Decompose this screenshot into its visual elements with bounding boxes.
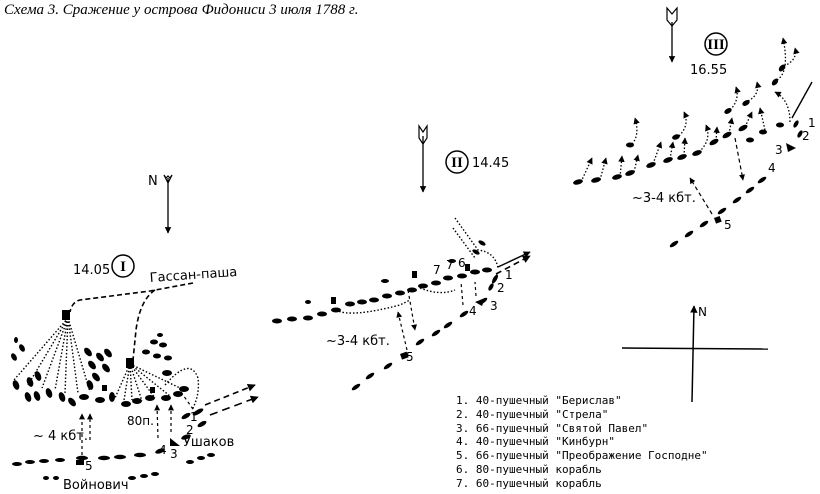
turkish-fleet-phase-2 [272,240,492,324]
ship-number-2: 2 [497,281,505,295]
distance-label-phase-2: ~3-4 кбт. [326,334,390,349]
russian-fleet-phase-3 [669,120,803,248]
phase-3-marker [704,32,728,56]
ship-number-4: 4 [159,443,167,457]
voinovich-label: Войнович [63,478,129,493]
ship-number-1: 1 [808,116,816,130]
ship-number-7a: 7 [446,258,454,272]
russian-fleet-phase-1 [12,408,215,480]
ship-number-1: 1 [505,268,513,282]
phase-1-time: 14.05 [73,263,110,278]
ship-number-5: 5 [85,459,93,473]
phase-3-numeral: III [707,37,725,53]
gun-80-label: 80п. [127,414,154,428]
legend-item: 4. 40-пушечный "Кинбурн" [456,435,615,449]
compass-cross-north-label: N [698,305,707,319]
ship-number-3: 3 [490,299,498,313]
ship-number-1: 1 [190,410,198,424]
distance-label-phase-3: ~3-4 кбт. [632,191,696,206]
ship-number-4: 4 [469,304,477,318]
north-arrow-icon [418,124,428,193]
legend-item: 2. 40-пушечный "Стрела" [456,407,609,421]
ship-number-5: 5 [724,218,732,232]
ship-number-7b: 7 [433,263,441,277]
legend-item: 7. 60-пушечный корабль [456,476,602,490]
map-title: Схема 3. Сражение у острова Фидониси 3 и… [4,2,359,18]
legend-item: 3. 66-пушечный "Святой Павел" [456,421,649,435]
ship-number-3: 3 [775,143,783,157]
ship-legend: 1. 40-пушечный "Берислав" 2. 40-пушечный… [456,394,708,491]
phase-1-marker [111,254,135,278]
phase-2-numeral: II [451,155,463,171]
ship-number-5: 5 [406,350,414,364]
turkish-commander-label: Гассан-паша [149,265,238,286]
ship-number-4: 4 [768,161,776,175]
north-arrow-icon [666,6,678,63]
phase-2-time: 14.45 [472,156,509,171]
distance-label-phase-1: ~ 4 кбт. [33,429,88,444]
ushakov-label: Ушаков [183,435,234,450]
ship-number-2: 2 [802,129,810,143]
phase-3-diagram: III 16.55 [573,6,816,248]
phase-2-marker [445,150,469,174]
russian-fleet-phase-2 [351,274,499,391]
turkish-fleet-phase-1 [11,310,189,407]
ship-number-3: 3 [170,447,178,461]
legend-item: 1. 40-пушечный "Берислав" [456,394,622,407]
north-arrow-icon [163,174,173,234]
phase-1-diagram: N 14.05 I Гассан-паша [11,174,259,493]
ship-number-6: 6 [458,256,466,270]
turkish-fleet-phase-3 [573,64,786,185]
compass-cross: N [621,305,769,403]
compass-north-label: N [148,174,158,189]
legend-item: 6. 80-пушечный корабль [456,462,602,476]
phase-3-time: 16.55 [690,63,727,78]
phase-1-numeral: I [120,259,126,275]
ship-number-2: 2 [186,423,194,437]
phase-2-diagram: II 14.45 [272,124,531,391]
legend-item: 5. 66-пушечный "Преображение Господне" [456,449,708,463]
